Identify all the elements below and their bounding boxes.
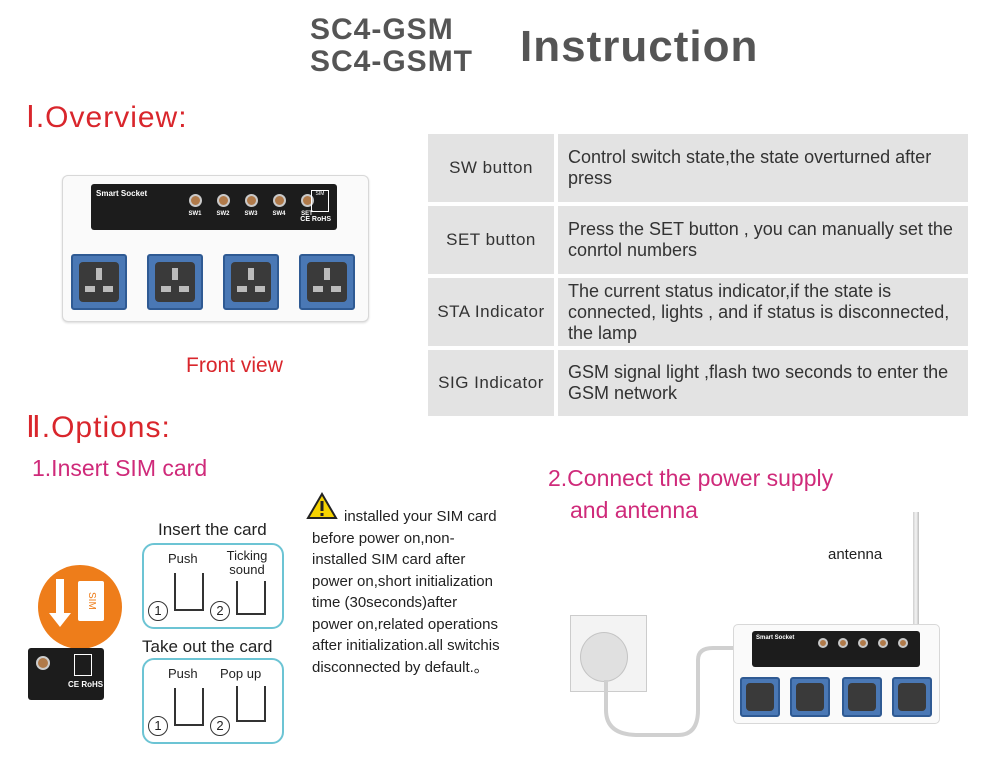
insert-card-diagram: Push Ticking sound 1 2 [142,543,284,629]
antenna-icon [913,512,919,624]
device-front-view: Smart Socket SW1 SW2 SW3 SW4 SET SIM CE … [62,175,369,322]
power-title-line-2: and antenna [570,497,698,523]
card-slot-icon [236,686,266,722]
model-names: SC4-GSM SC4-GSMT [310,14,473,78]
sw1-button-icon [818,638,828,648]
card-slot-icon [174,573,204,611]
sw2-button-icon [838,638,848,648]
socket-icon [740,677,780,717]
options-heading: Ⅱ.Options: [26,411,171,444]
antenna-label: antenna [828,546,883,563]
socket-icon [147,254,203,310]
sw2-label: SW2 [216,211,230,217]
sw1-label: SW1 [188,211,202,217]
socket-icon [842,677,882,717]
sw1-button-icon [189,194,202,207]
model-line-2: SC4-GSMT [310,45,474,78]
sw4-label: SW4 [272,211,286,217]
pop-up-label: Pop up [220,666,262,681]
sw4-button-icon [273,194,286,207]
socket-icon [299,254,355,310]
sw2-button-icon [217,194,230,207]
sw3-button-icon [245,194,258,207]
step-2-marker: 2 [210,716,230,736]
sw3-label: SW3 [244,211,258,217]
ce-rohs-mark: CE RoHS [68,680,104,689]
control-panel: Smart Socket [752,631,920,667]
front-view-label: Front view [186,354,283,377]
row-value: GSM signal light ,flash two seconds to e… [558,350,968,416]
row-key: SET button [428,206,554,274]
set-button-icon [898,638,908,648]
set-button-icon [36,656,50,670]
sim-card-icon: SIM [78,581,104,621]
take-out-card-diagram: Push Pop up 1 2 [142,658,284,744]
row-key: STA Indicator [428,278,554,346]
step-2-marker: 2 [210,601,230,621]
insert-sim-title: 1.Insert SIM card [32,455,208,481]
set-label: SET [301,211,313,217]
ticking-sound-label: Ticking sound [226,548,268,577]
card-slot-icon [174,688,204,726]
step-1-marker: 1 [148,601,168,621]
page-title: Instruction [520,22,759,71]
sim-slot-label: SIM [315,191,325,197]
row-value: Control switch state,the state overturne… [558,134,968,202]
sim-install-note: installed your SIM card before power on,… [312,508,500,676]
row-key: SW button [428,134,554,202]
row-key: SIG Indicator [428,350,554,416]
device-brand: Smart Socket [756,635,795,641]
control-panel: Smart Socket SW1 SW2 SW3 SW4 SET SIM CE … [91,184,337,230]
step-1-marker: 1 [148,716,168,736]
arrow-down-icon [56,579,64,617]
warning-icon [306,492,338,519]
power-title-line-1: 2.Connect the power supply [548,465,834,491]
ce-rohs-mark: CE RoHS [300,216,331,223]
row-value: The current status indicator,if the stat… [558,278,968,346]
sw4-button-icon [878,638,888,648]
sim-slot-icon: SIM [311,190,329,212]
row-value: Press the SET button , you can manually … [558,206,968,274]
set-button-icon [301,194,314,207]
sw3-button-icon [858,638,868,648]
model-line-1: SC4-GSM [310,13,454,46]
power-cable-icon [604,646,736,737]
card-slot-icon [236,581,266,615]
overview-heading: Ⅰ.Overview: [26,101,188,134]
sim-slot-icon [74,654,92,676]
device-connected-view: Smart Socket [733,624,940,724]
push-label-2: Push [168,666,198,681]
sim-slot-closeup: CE RoHS [28,648,104,700]
socket-icon [71,254,127,310]
power-plug-icon [580,632,628,682]
take-out-card-label: Take out the card [142,637,273,656]
insert-card-label: Insert the card [158,520,267,539]
socket-icon [223,254,279,310]
device-brand: Smart Socket [96,189,148,198]
arrow-head-icon [49,613,71,627]
socket-icon [790,677,830,717]
socket-icon [892,677,932,717]
push-label: Push [168,551,198,566]
sim-insert-bubble: SIM [38,565,122,649]
